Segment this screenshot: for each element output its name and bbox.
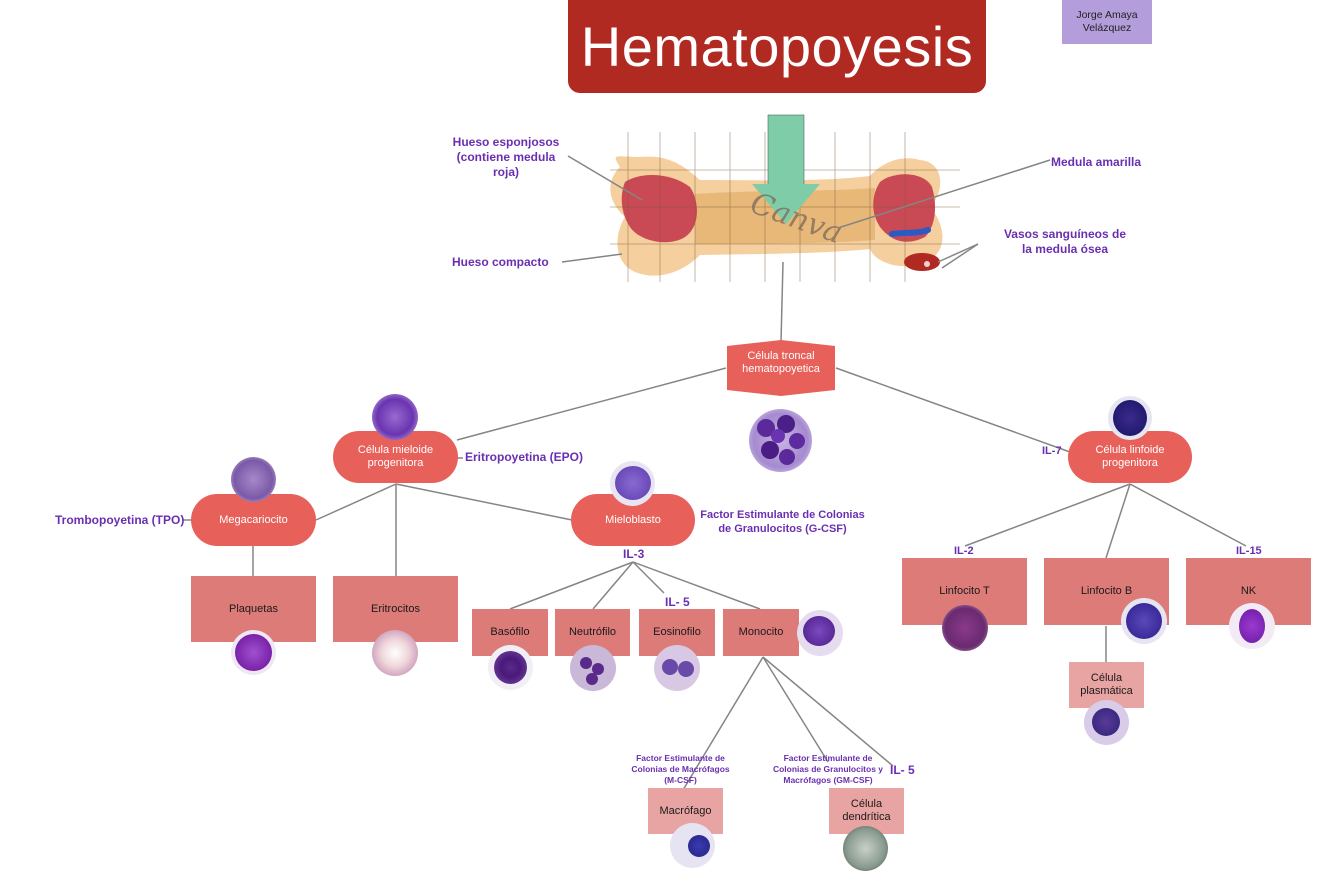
node-dendritic-cell: Célula dendrítica: [829, 788, 904, 834]
macrophage-micrograph: [670, 823, 715, 868]
myeloid-to-myeloblast-line: [395, 483, 573, 521]
stem-cell-shape: [727, 340, 835, 396]
factor-il3: IL-3: [623, 547, 645, 561]
myeloblast-micrograph: [610, 461, 655, 506]
node-megakaryocyte: Megacariocito: [191, 494, 316, 546]
stem-cell-micrograph: [749, 409, 812, 472]
bone-illustration: Canva: [610, 114, 960, 282]
factor-epo: Eritropoyetina (EPO): [465, 450, 584, 464]
spongy-bone-left: [621, 175, 697, 243]
factor-mcsf: Factor Estimulante de Colonias de Macróf…: [631, 753, 730, 785]
myeloblast-to-basophil-line: [509, 561, 634, 610]
b-cell-micrograph: [1121, 598, 1167, 644]
basophil-micrograph: [488, 645, 533, 690]
node-monocyte: Monocito: [723, 609, 799, 656]
myeloid-to-megakaryocyte-line: [315, 483, 397, 521]
monocyte-to-dendritic-line: [762, 656, 829, 763]
blood-vessel-red: [904, 253, 940, 271]
factor-il5-dendritic: IL- 5: [890, 763, 915, 777]
factor-tpo: Trombopoyetina (TPO): [55, 513, 185, 527]
label-yellow-marrow: Medula amarilla: [1051, 155, 1142, 169]
label-spongy-bone: Hueso esponjosos (contiene medula roja): [452, 135, 560, 179]
label-marrow-vessels: Vasos sanguíneos de la medula ósea: [1003, 227, 1127, 256]
platelets-micrograph: [231, 630, 276, 675]
lymphoid-micrograph: [1108, 396, 1152, 440]
plasma-cell-micrograph: [1084, 700, 1129, 745]
arrow-shaft: [767, 114, 805, 186]
myeloblast-to-monocyte-line: [632, 561, 761, 610]
node-macrophage: Macrófago: [648, 788, 723, 834]
node-stem-cell: Célula troncal hematopoyetica: [742, 350, 820, 375]
spongy-bone-right: [873, 174, 936, 242]
myeloid-micrograph: [372, 394, 418, 440]
stem-to-myeloid-line: [456, 367, 727, 441]
myeloblast-to-eosinophil-line: [632, 561, 665, 594]
dendritic-micrograph: [843, 826, 888, 871]
myeloblast-to-neutrophil-line: [592, 561, 634, 610]
stem-to-lymphoid-line: [835, 367, 1071, 453]
megakaryocyte-micrograph: [231, 457, 276, 502]
label-compact-bone: Hueso compacto: [452, 255, 549, 269]
factor-gmcsf: Factor Estimulante de Colonias de Granul…: [772, 753, 884, 785]
lymphoid-to-bcell-line: [1105, 483, 1131, 559]
bone-to-stem-line: [780, 261, 784, 343]
bone-label-lines: [561, 155, 1051, 269]
blood-vessel-blue: [889, 227, 931, 237]
monocyte-to-il5-line: [762, 656, 894, 767]
node-plasma-cell: Célula plasmática: [1069, 662, 1144, 708]
factor-il7: IL-7: [1042, 445, 1062, 457]
neutrophil-micrograph: [570, 645, 616, 691]
factor-il15: IL-15: [1236, 545, 1262, 557]
nk-micrograph: [1229, 603, 1275, 649]
author-line1: Jorge Amaya: [1076, 9, 1138, 21]
author-badge: Jorge Amaya Velázquez: [1062, 0, 1152, 44]
monocyte-micrograph: [797, 610, 843, 656]
eosinophil-micrograph: [654, 645, 700, 691]
t-cell-micrograph: [942, 605, 988, 651]
lymphoid-to-tcell-line: [964, 483, 1131, 547]
author-line2: Velázquez: [1082, 22, 1132, 34]
erythrocyte-micrograph: [372, 630, 418, 676]
lymphoid-to-nk-line: [1129, 483, 1247, 547]
page-title: Hematopoyesis: [568, 0, 986, 93]
factor-il2: IL-2: [954, 545, 974, 557]
arrow-head: [752, 184, 820, 224]
monocyte-to-macrophage-line: [682, 656, 764, 791]
factor-gcsf: Factor Estimulante de Colonias de Granul…: [700, 509, 865, 535]
factor-il5: IL- 5: [665, 595, 690, 609]
